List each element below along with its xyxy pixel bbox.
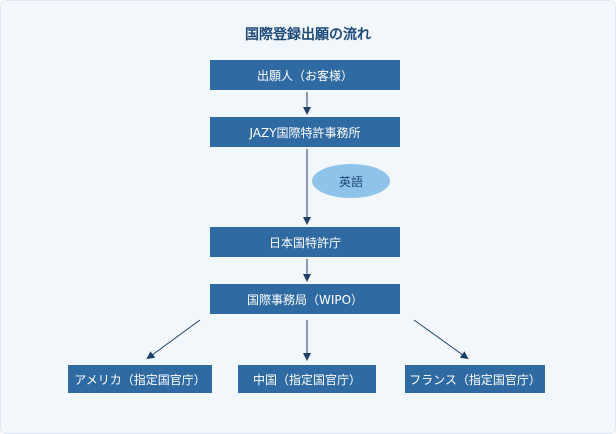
node-usa-office: アメリカ（指定国官庁）	[68, 365, 212, 393]
diagram-title: 国際登録出願の流れ	[245, 27, 371, 43]
node-china-office: 中国（指定国官庁）	[238, 365, 376, 393]
node-applicant: 出願人（お客様）	[210, 60, 400, 90]
node-france-office: フランス（指定国官庁）	[405, 365, 545, 393]
node-japan-patent-office: 日本国特許庁	[210, 227, 400, 257]
arrow-wipo-to-france	[413, 319, 469, 360]
node-wipo: 国際事務局（WIPO）	[210, 284, 400, 314]
node-language-english: 英語	[312, 164, 390, 198]
node-jazy-office: JAZY国際特許事務所	[210, 117, 400, 147]
arrow-wipo-to-usa	[146, 319, 201, 360]
